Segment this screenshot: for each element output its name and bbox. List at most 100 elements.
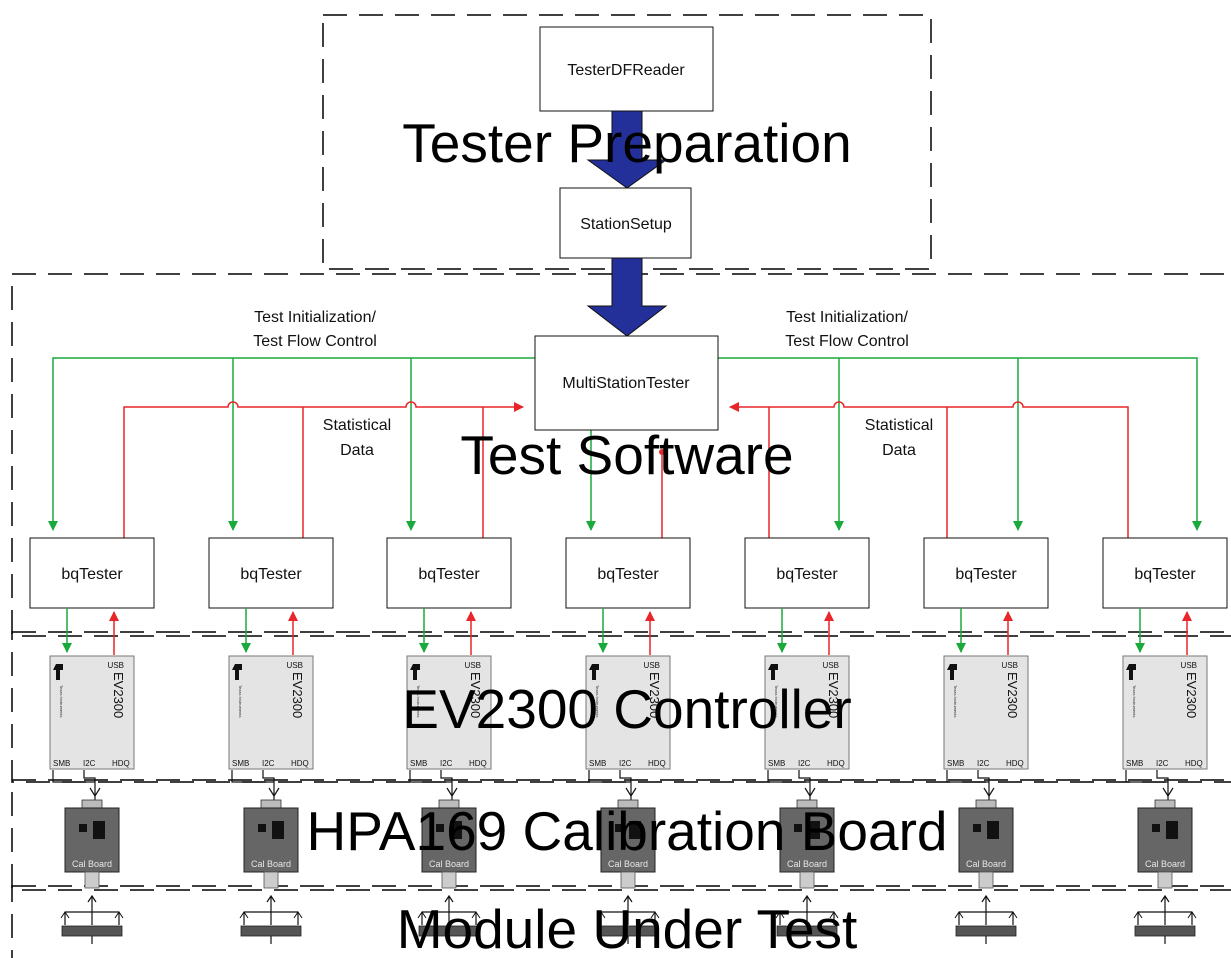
ev2300-device [228,655,314,770]
bq-tester-label: bqTester [418,566,480,583]
cal-board-chip [93,821,105,839]
bq-tester-box [29,537,155,609]
ev2300-device [943,655,1029,770]
hdq-port-label: HDQ [469,759,487,768]
annotations: Test Initialization/ Test Flow Control T… [253,309,933,459]
battery-module [1134,925,1196,937]
brand-label: Texas Instruments [59,685,64,717]
cal-board [600,807,656,873]
i2c-cable [262,770,275,800]
module-bus-arrow-icon [417,911,481,919]
section-title-calibration: HPA169 Calibration Board [306,800,947,862]
stat-note-left-line1: Statistical [323,417,391,434]
cal-board-label: Cal Board [72,859,112,869]
smb-cable [231,770,274,783]
ev2300-device [406,655,492,770]
module-bus-arrow-icon [954,911,1018,919]
ti-logo-icon [1126,664,1136,680]
brand-label: Texas Instruments [1132,685,1137,717]
ev2300-model-label: EV2300 [647,672,662,718]
i2c-port-label: I2C [619,759,632,768]
bq-tester-box [386,537,512,609]
init-note-right-line2: Test Flow Control [785,333,909,350]
section-title-prep: Tester Preparation [402,112,851,174]
cable-arrow-icon [625,787,637,798]
ti-logo-icon [53,664,63,680]
hdq-port-label: HDQ [291,759,309,768]
module-bus-arrow-icon [775,911,839,919]
cal-board-chip [973,824,981,832]
smb-cable [588,770,631,783]
ev2300-model-label: EV2300 [1005,672,1020,718]
bq-tester-label: bqTester [955,566,1017,583]
stat-note-right-line1: Statistical [865,417,933,434]
cal-board-label: Cal Board [787,859,827,869]
flow-arrow-setup-to-multi [586,257,668,337]
i2c-cable [83,770,96,800]
module-arrow-icon [623,894,633,903]
cable-arrow-icon [89,787,101,798]
brand-label: Texas Instruments [953,685,958,717]
brand-label: Texas Instruments [416,685,421,717]
ev2300-model-label: EV2300 [1184,672,1199,718]
smb-cable [409,770,452,783]
smb-port-label: SMB [768,759,785,768]
cal-board-chip [450,821,462,839]
ev2300-model-label: EV2300 [290,672,305,718]
cable-arrow-icon [983,787,995,798]
bq-tester-box [208,537,334,609]
hdq-port-label: HDQ [1185,759,1203,768]
ti-logo-icon [232,664,242,680]
ev2300-model-label: EV2300 [468,672,483,718]
reader-label: TesterDFReader [567,62,685,79]
ev2300-device [49,655,135,770]
station-setup-label: StationSetup [580,216,672,233]
smb-port-label: SMB [589,759,606,768]
i2c-port-label: I2C [977,759,990,768]
init-note-left-line2: Test Flow Control [253,333,377,350]
bq-tester-label: bqTester [1134,566,1196,583]
smb-port-label: SMB [1126,759,1143,768]
cal-board-chip [629,821,641,839]
bq-tester-label: bqTester [597,566,659,583]
cable-arrow-icon [446,787,458,798]
module-arrow-icon [802,894,812,903]
module-arrow-icon [87,894,97,903]
module-arrow-icon [981,894,991,903]
cal-board-label: Cal Board [251,859,291,869]
i2c-cable [798,770,811,800]
module-arrow-icon [1160,894,1170,903]
usb-label: USB [1181,661,1197,670]
cal-board-plug [263,871,279,889]
module-arrow-icon [266,894,276,903]
bq-tester-label: bqTester [240,566,302,583]
module-bus-arrow-icon [239,911,303,919]
cal-board-chip [1166,821,1178,839]
ti-logo-icon [947,664,957,680]
cal-board-chip [794,824,802,832]
section-title-controller: EV2300 Controller [402,678,851,740]
i2c-port-label: I2C [83,759,96,768]
bq-tester-label: bqTester [776,566,838,583]
section-titles: Tester Preparation Test Software EV2300 … [306,112,947,958]
cable-arrow-icon [268,787,280,798]
bq-tester-box [923,537,1049,609]
usb-label: USB [108,661,124,670]
i2c-port-label: I2C [440,759,453,768]
usb-label: USB [644,661,660,670]
cal-board-chip [987,821,999,839]
ev2300-model-label: EV2300 [826,672,841,718]
cal-board-label: Cal Board [429,859,469,869]
multi-tester-box: MultiStationTester [534,335,719,431]
cal-board-chip [79,824,87,832]
cal-board-chip [808,821,820,839]
stat-note-left-line2: Data [340,442,374,459]
stat-note-right-line2: Data [882,442,916,459]
cal-board-plug [84,871,100,889]
cal-board-plug [799,871,815,889]
cal-board-label: Cal Board [1145,859,1185,869]
